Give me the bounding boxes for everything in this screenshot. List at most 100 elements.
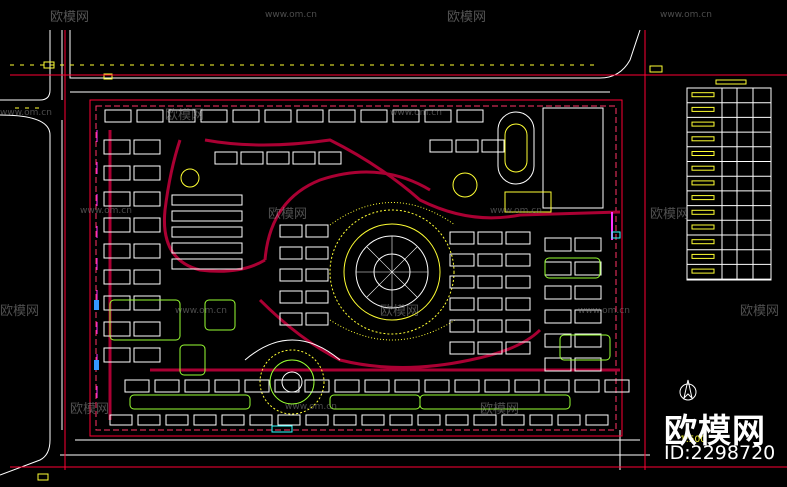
building-block (361, 414, 385, 426)
building-block (154, 379, 180, 393)
green-area (559, 334, 611, 361)
central-plaza (329, 202, 456, 341)
green-area (129, 394, 251, 410)
building-block (449, 275, 475, 289)
building-block (544, 237, 572, 252)
legend-entry-mark (691, 195, 715, 201)
building-block (481, 139, 505, 153)
watermark-url: www.om.cn (390, 108, 442, 118)
building-block (249, 414, 273, 426)
building-block (193, 414, 217, 426)
building-block (244, 379, 270, 393)
north-arrow-icon (679, 379, 697, 401)
building-block (133, 165, 161, 181)
building-block (305, 290, 329, 304)
building-block (392, 109, 420, 123)
watermark-brand: 欧模网 (447, 10, 487, 25)
building-block (473, 414, 497, 426)
building-block (328, 109, 356, 123)
building-block (171, 242, 243, 254)
building-block (279, 312, 303, 326)
building-block (214, 379, 240, 393)
building-block (389, 414, 413, 426)
building-block (455, 139, 479, 153)
building-block (103, 165, 131, 181)
watermark-url: www.om.cn (175, 306, 227, 316)
building-block (103, 321, 131, 337)
building-block (279, 268, 303, 282)
building-block (505, 275, 531, 289)
watermark-url: www.om.cn (0, 108, 52, 118)
small-pavilion (180, 168, 200, 188)
building-block (477, 275, 503, 289)
building-block (424, 379, 450, 393)
building-block (305, 268, 329, 282)
site-boundary (10, 30, 787, 470)
building-block (574, 237, 602, 252)
building-block (501, 414, 525, 426)
green-area (109, 299, 181, 341)
watermark-brand: 欧模网 (650, 207, 690, 222)
internal-roads (108, 130, 621, 420)
building-block (292, 151, 316, 165)
watermark-brand: 欧模网 (740, 304, 780, 319)
building-block (136, 109, 164, 123)
building-block (103, 347, 131, 363)
building-block (477, 297, 503, 311)
legend-entry-mark (691, 224, 715, 230)
building-block (477, 341, 503, 355)
building-block (296, 109, 324, 123)
building-block (305, 246, 329, 260)
watermark-brand: 欧模网 (165, 108, 205, 123)
residential-blocks (103, 109, 630, 426)
building-block (394, 379, 420, 393)
legend-table (686, 79, 772, 281)
green-area (419, 394, 571, 410)
building-block (103, 269, 131, 285)
building-block (574, 379, 600, 393)
building-block (109, 414, 133, 426)
building-block (103, 217, 131, 233)
watermark-url: www.om.cn (660, 10, 712, 20)
school-block (504, 107, 604, 213)
building-block (264, 109, 292, 123)
building-block (124, 379, 150, 393)
building-block (277, 414, 301, 426)
building-block (477, 253, 503, 267)
building-block (103, 295, 131, 311)
legend-entry-mark (691, 165, 715, 171)
watermark-brand: 欧模网 (0, 304, 40, 319)
building-block (305, 312, 329, 326)
building-block (477, 231, 503, 245)
building-block (484, 379, 510, 393)
building-block (104, 109, 132, 123)
building-block (449, 297, 475, 311)
building-block (529, 414, 553, 426)
building-block (133, 321, 161, 337)
building-block (449, 341, 475, 355)
green-area (179, 344, 206, 376)
building-block (429, 139, 453, 153)
building-block (417, 414, 441, 426)
building-block (505, 297, 531, 311)
watermark-url: www.om.cn (490, 206, 542, 216)
building-block (103, 139, 131, 155)
building-block (133, 269, 161, 285)
building-block (133, 139, 161, 155)
building-block (274, 379, 300, 393)
building-block (574, 285, 602, 300)
building-block (424, 109, 452, 123)
legend-entry-mark (691, 180, 715, 186)
watermark-url: www.om.cn (80, 206, 132, 216)
building-block (574, 357, 602, 372)
watermark-url: www.om.cn (265, 10, 317, 20)
green-area (329, 394, 421, 410)
building-block (103, 191, 131, 207)
green-area (204, 299, 236, 331)
building-block (544, 333, 572, 348)
building-block (305, 414, 329, 426)
legend-entry-mark (691, 121, 715, 127)
landscape-areas (109, 257, 611, 410)
building-block (137, 414, 161, 426)
